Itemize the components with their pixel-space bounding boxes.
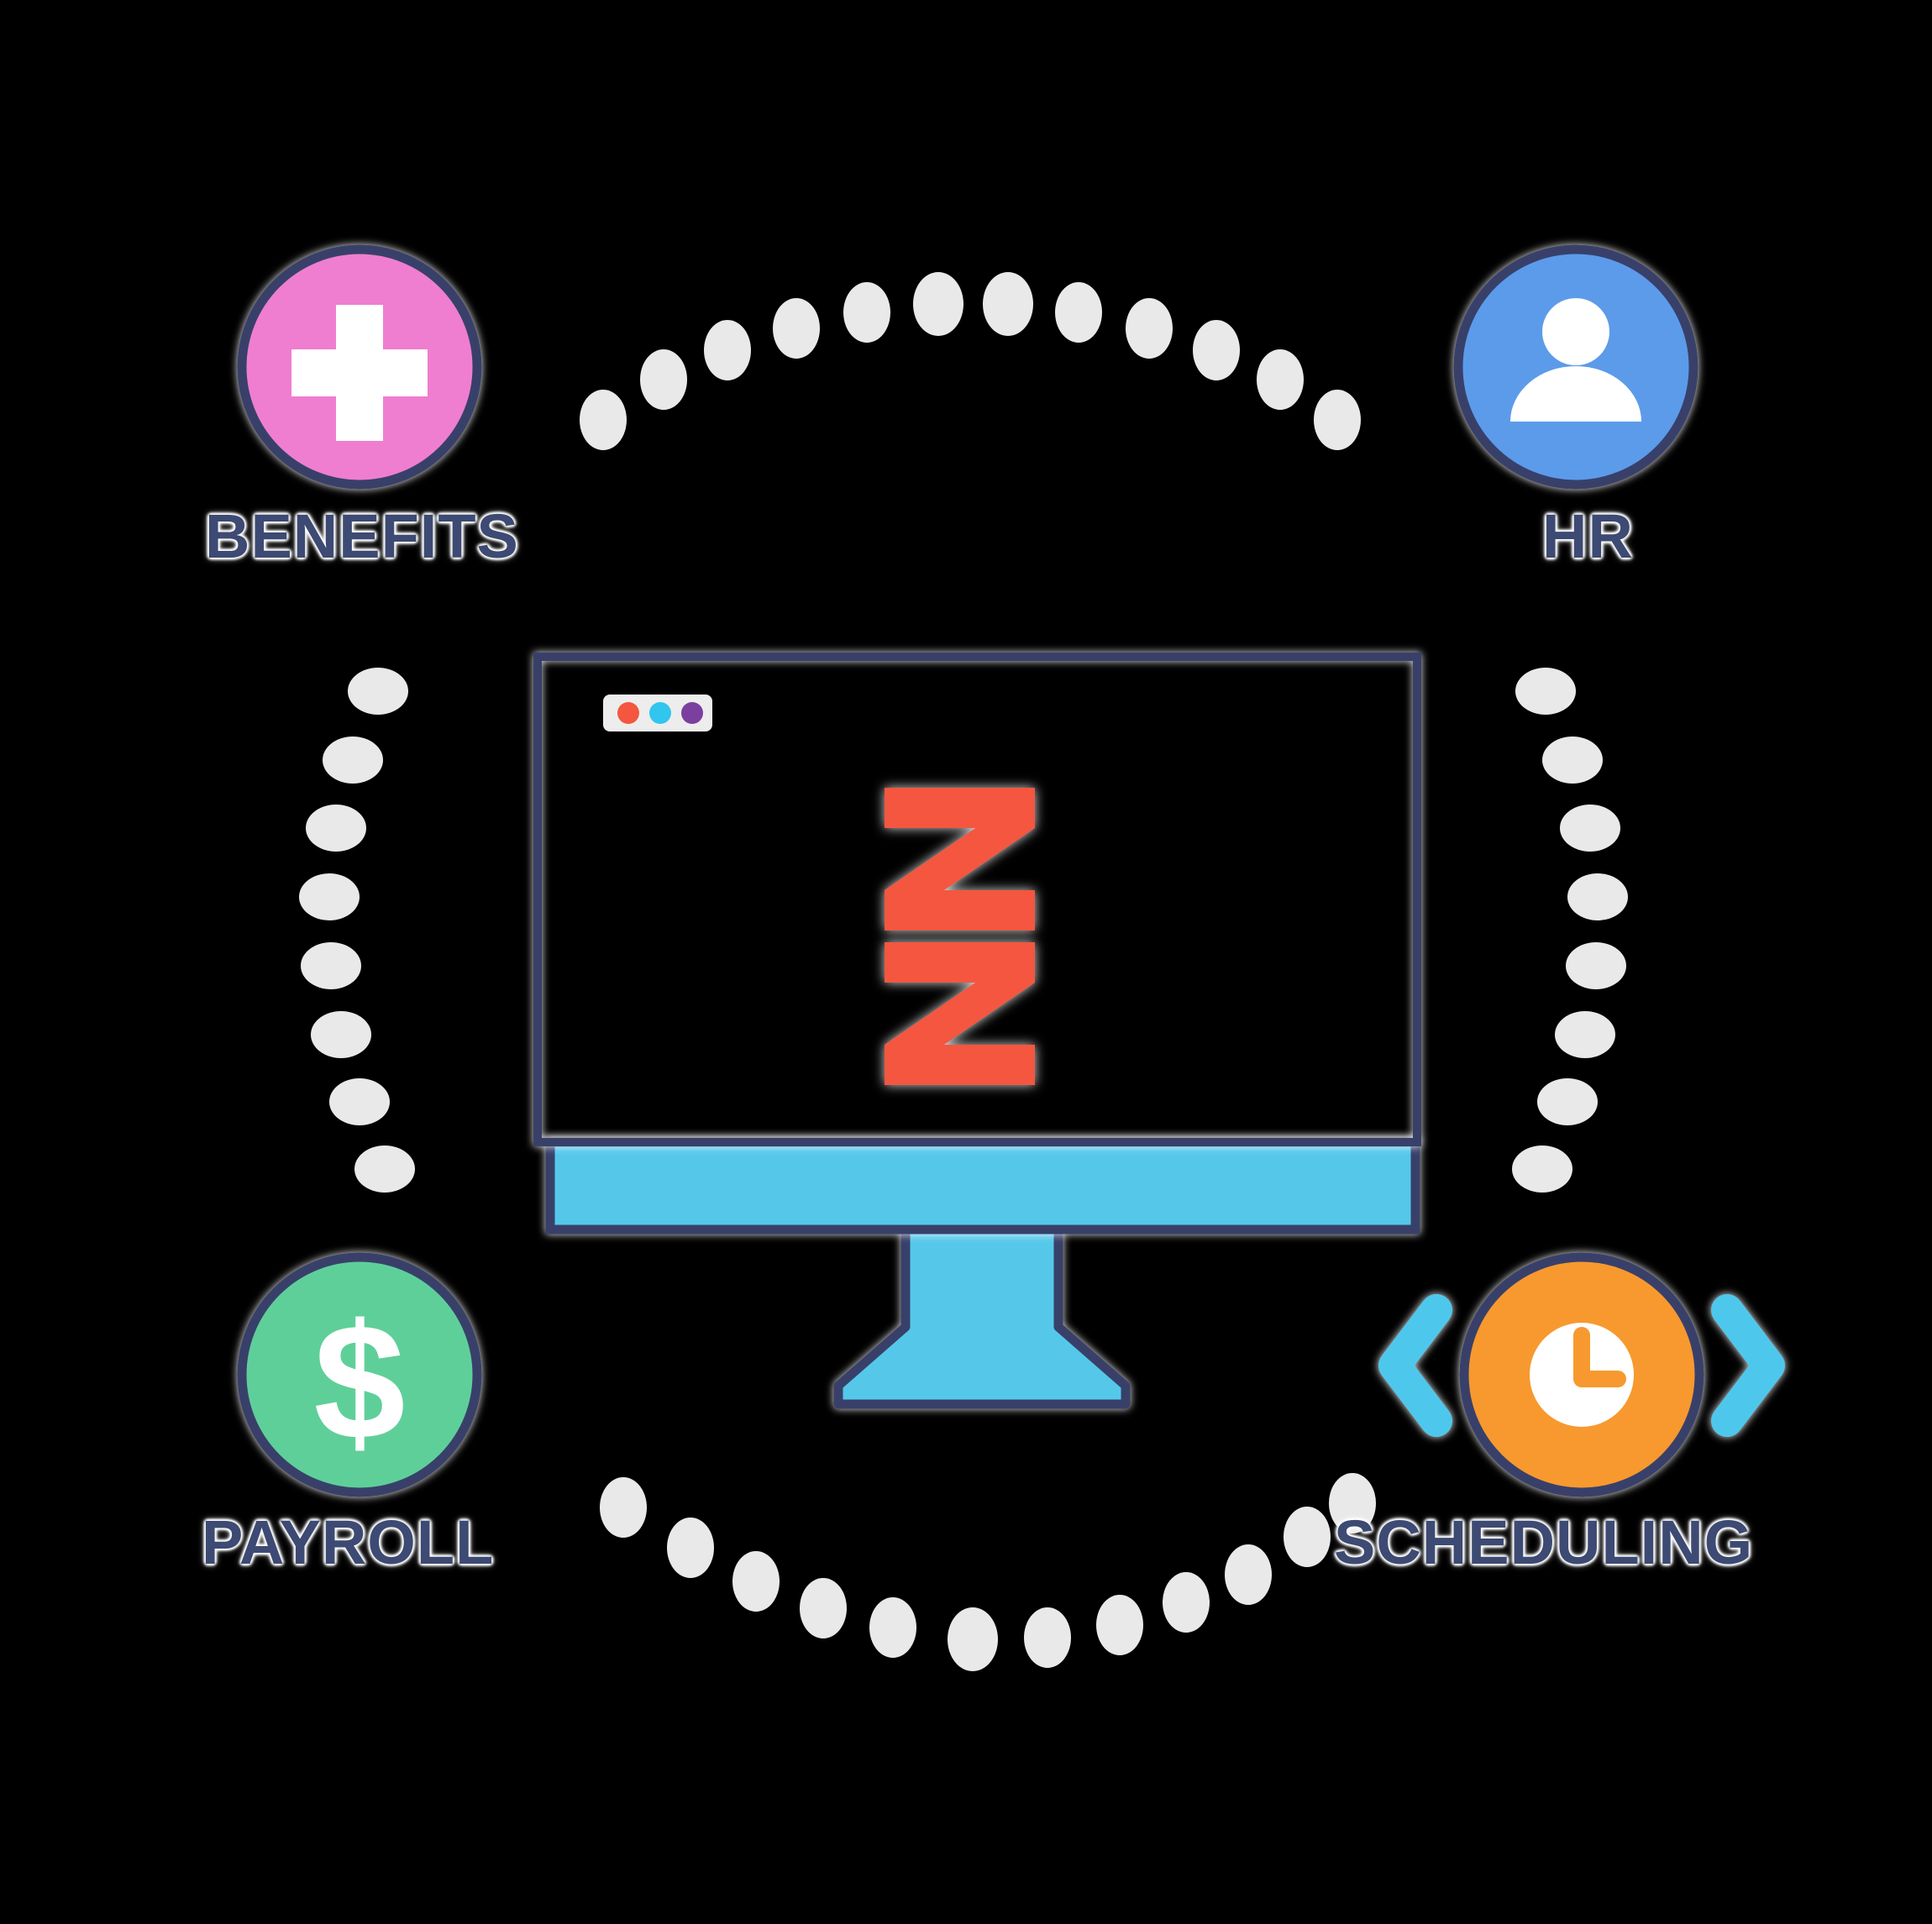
browser-window-controls xyxy=(603,695,712,731)
node-scheduling[interactable] xyxy=(1459,1252,1704,1497)
monitor-screen-frame[interactable] xyxy=(533,653,1421,1146)
browser-dot-purple[interactable] xyxy=(681,702,703,724)
node-label-hr: HR xyxy=(1542,501,1634,571)
chevron-left-icon[interactable] xyxy=(1378,1294,1452,1437)
monitor-stand xyxy=(833,1223,1131,1409)
left-column-dots xyxy=(299,668,415,1193)
top-arc-dots xyxy=(580,272,1361,450)
node-label-scheduling: SCHEDULING xyxy=(1334,1507,1754,1577)
person-icon xyxy=(1510,298,1641,422)
scheduling-arrows xyxy=(1378,1294,1785,1437)
chevron-right-icon[interactable] xyxy=(1711,1294,1785,1437)
svg-text:$: $ xyxy=(313,1290,405,1474)
monitor-bezel xyxy=(545,1137,1420,1235)
dollar-icon: $ xyxy=(313,1290,405,1474)
plus-icon xyxy=(291,305,428,441)
node-hr[interactable] xyxy=(1453,244,1698,490)
browser-dot-red[interactable] xyxy=(617,702,639,724)
browser-dot-cyan[interactable] xyxy=(649,702,671,724)
connector-dots xyxy=(299,272,1628,1671)
node-label-payroll: PAYROLL xyxy=(202,1507,495,1577)
bottom-arc-dots xyxy=(600,1473,1376,1671)
clock-icon xyxy=(1530,1323,1634,1427)
node-benefits[interactable] xyxy=(237,244,482,490)
payroll-circle[interactable] xyxy=(237,1252,482,1497)
right-column-dots xyxy=(1512,668,1628,1193)
desktop-monitor xyxy=(533,653,1421,1409)
zigzag-z-logo xyxy=(885,788,1035,1085)
node-payroll[interactable]: $ xyxy=(237,1252,482,1497)
node-label-benefits: BENEFITS xyxy=(205,501,519,571)
